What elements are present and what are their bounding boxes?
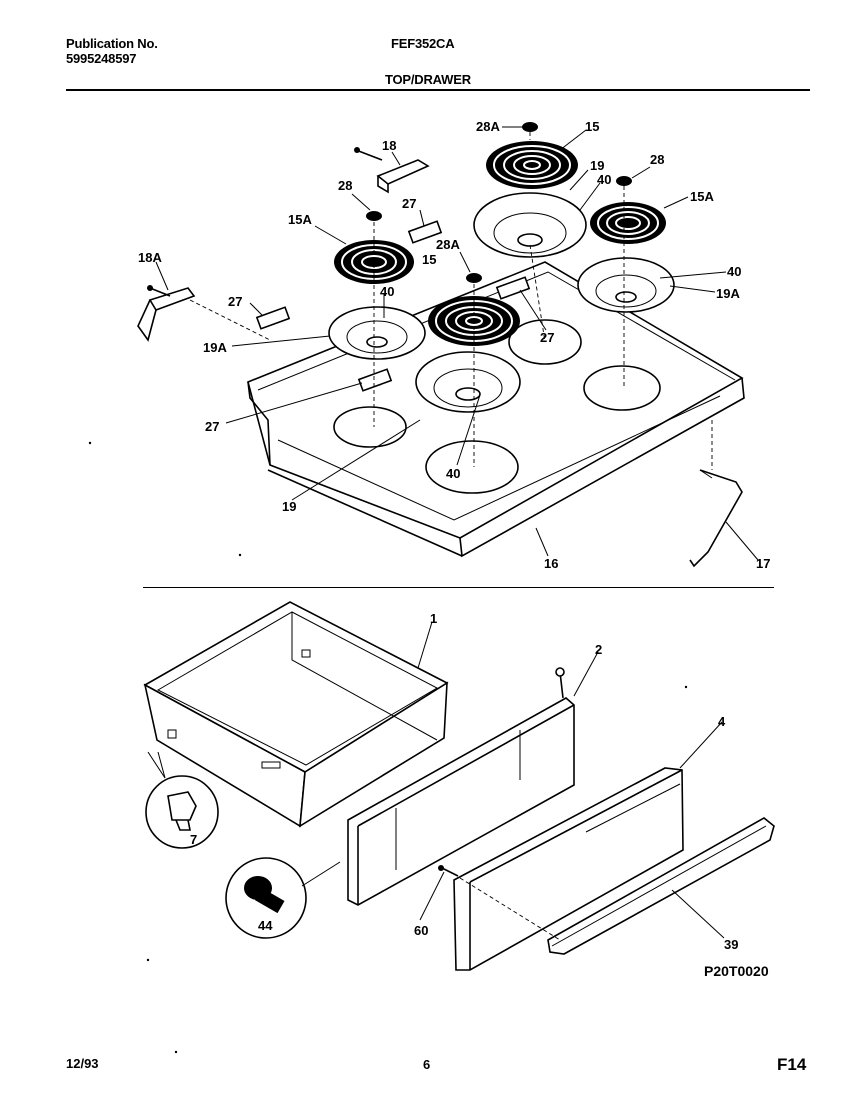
drawer-front-4 xyxy=(453,767,684,971)
label-19-bottom: 19 xyxy=(282,499,296,514)
opening-front-left xyxy=(333,406,407,448)
opening-right xyxy=(583,365,661,411)
label-28a-top: 28A xyxy=(476,119,500,134)
label-44: 44 xyxy=(258,918,273,933)
bracket-18a xyxy=(148,287,196,311)
bracket-18 xyxy=(376,159,430,185)
label-1: 1 xyxy=(430,611,437,626)
label-19a-right: 19A xyxy=(716,286,740,301)
leaders-bottom xyxy=(417,621,725,941)
trim-ring-28a-mid xyxy=(466,273,482,283)
label-27-left: 27 xyxy=(228,294,242,309)
drawer-body-1 xyxy=(143,601,449,828)
leaders-top xyxy=(155,126,759,561)
header-rule xyxy=(66,89,810,91)
label-27-upper: 27 xyxy=(402,196,416,211)
receptacle-27-lower xyxy=(357,368,393,392)
label-27-lower: 27 xyxy=(205,419,219,434)
section-title: TOP/DRAWER xyxy=(385,72,471,87)
model-number: FEF352CA xyxy=(391,36,455,51)
receptacle-27-left xyxy=(255,306,291,330)
label-18: 18 xyxy=(382,138,396,153)
section-divider xyxy=(143,587,774,588)
label-19-top: 19 xyxy=(590,158,604,173)
label-15-mid: 15 xyxy=(422,252,436,267)
label-15a-right: 15A xyxy=(690,189,714,204)
opening-front-center xyxy=(425,440,519,494)
element-right-small xyxy=(590,202,666,244)
label-18a: 18A xyxy=(138,250,162,265)
label-40-left: 40 xyxy=(380,284,394,299)
element-rear-large xyxy=(486,141,578,189)
label-19a-left: 19A xyxy=(203,340,227,355)
label-28-left: 28 xyxy=(338,178,352,193)
label-7: 7 xyxy=(190,832,197,847)
drip-bowl-rear xyxy=(473,192,587,258)
trim-ring-28a-top xyxy=(522,122,538,132)
drip-bowl-right xyxy=(577,257,675,313)
label-28-right: 28 xyxy=(650,152,664,167)
drip-bowl-front xyxy=(415,351,521,413)
detail-circle-44 xyxy=(225,857,341,939)
footer-date: 12/93 xyxy=(66,1056,99,1071)
receptacle-27-mid xyxy=(495,276,531,300)
label-28a-mid: 28A xyxy=(436,237,460,252)
label-39: 39 xyxy=(724,937,738,952)
publication-label: Publication No. xyxy=(66,36,158,51)
drip-bowl-left xyxy=(328,306,426,360)
label-4: 4 xyxy=(718,714,726,729)
label-40-bottom: 40 xyxy=(446,466,460,481)
label-40-right: 40 xyxy=(727,264,741,279)
rod-17 xyxy=(689,469,743,568)
drawing-code: P20T0020 xyxy=(704,963,769,979)
label-40-top: 40 xyxy=(597,172,611,187)
label-2: 2 xyxy=(595,642,602,657)
drawer-panel-2 xyxy=(347,667,575,906)
label-15a-left: 15A xyxy=(288,212,312,227)
label-17: 17 xyxy=(756,556,770,571)
receptacle-27-upper xyxy=(407,220,443,244)
figure-code: F14 xyxy=(777,1055,807,1074)
detail-circle-7 xyxy=(145,751,219,849)
publication-number: 5995248597 xyxy=(66,51,137,66)
label-60: 60 xyxy=(414,923,428,938)
trim-ring-28-right xyxy=(616,176,632,186)
trim-ring-28-left xyxy=(366,211,382,221)
handle-39 xyxy=(547,817,775,955)
page-number: 6 xyxy=(423,1057,431,1072)
label-27-mid: 27 xyxy=(540,330,554,345)
label-15-top: 15 xyxy=(585,119,599,134)
label-16: 16 xyxy=(544,556,558,571)
